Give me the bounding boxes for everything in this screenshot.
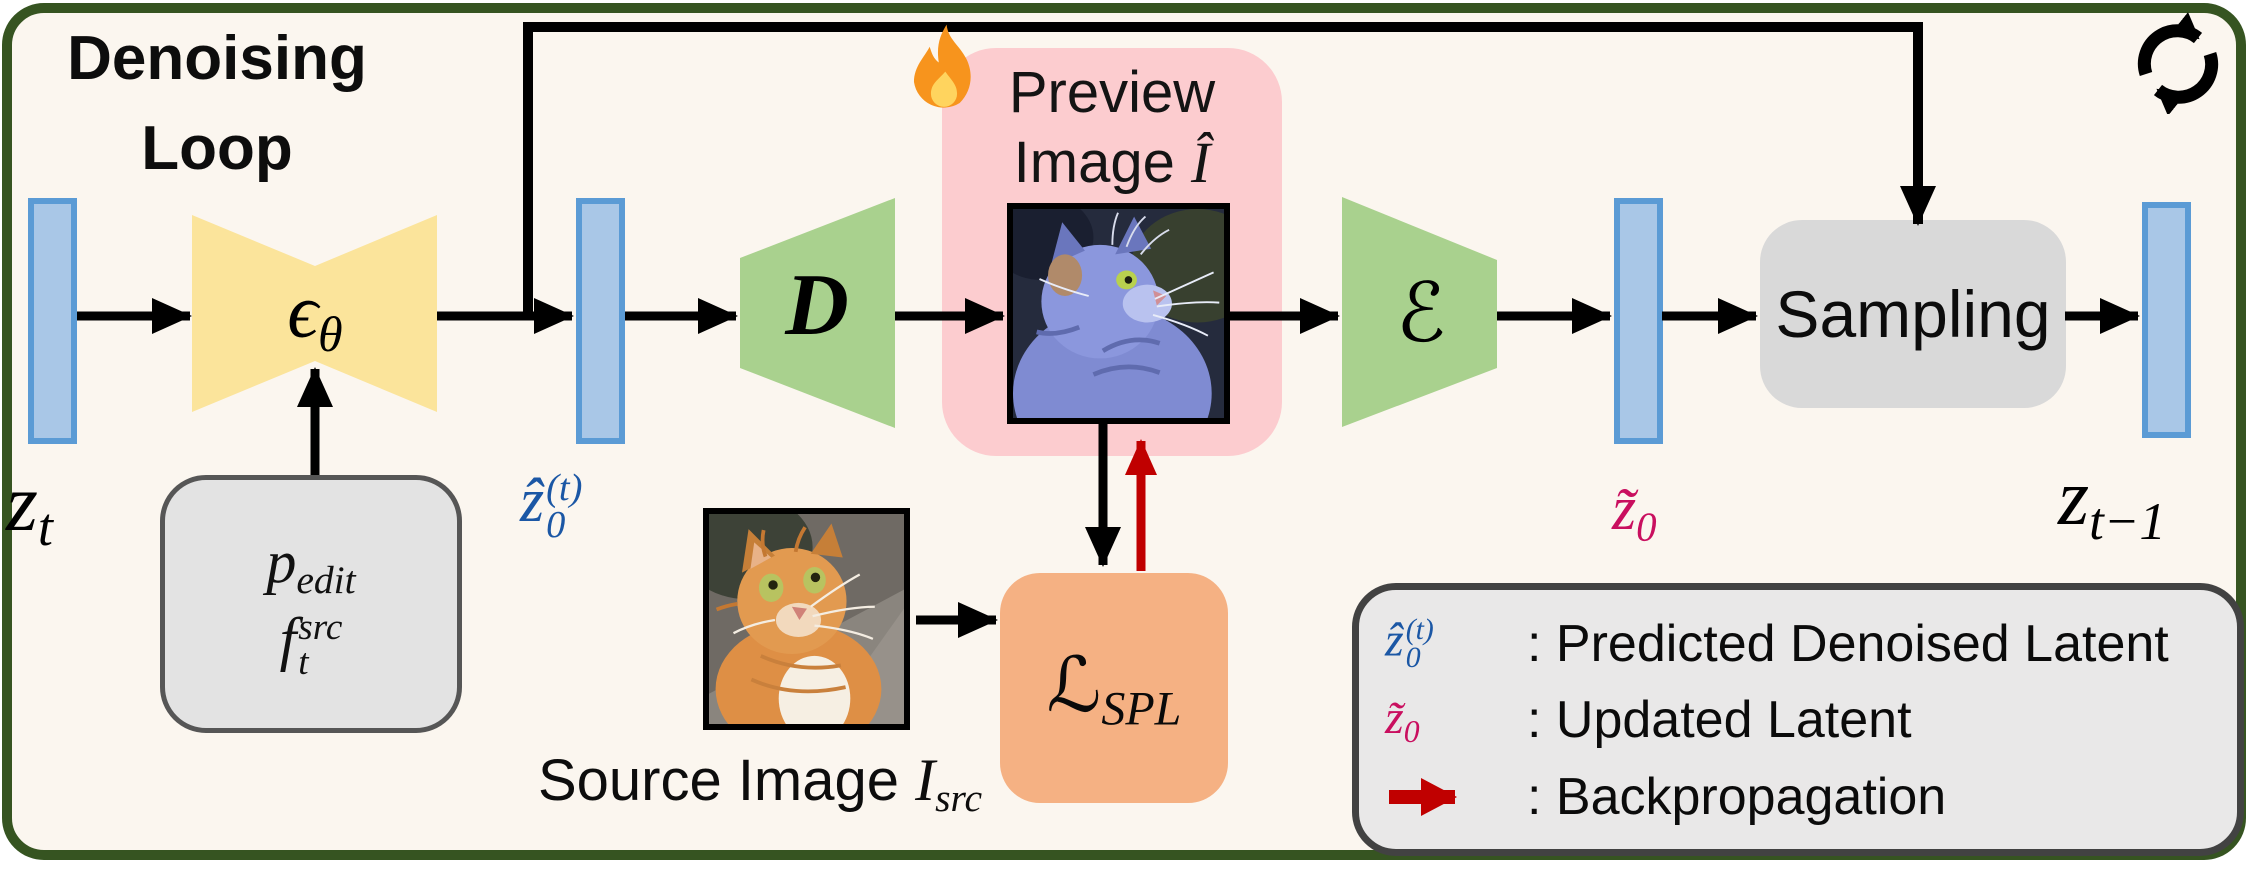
label-z-t-minus-1: zt−1 — [2058, 454, 2166, 551]
title-line-1: Denoising — [67, 24, 367, 93]
legend-symbol-z-hat: ẑ(t)0 — [1385, 612, 1434, 675]
refresh-arc-bottom — [2153, 51, 2219, 114]
spl-loss-block: ℒSPL — [1000, 573, 1228, 803]
encoder-label: ℰ — [1396, 266, 1446, 361]
label-z-t: zt — [6, 457, 53, 558]
latent-bar-z-tilde-0 — [1614, 198, 1663, 444]
refresh-loop-icon — [2137, 12, 2219, 114]
edit-prompt-label: pedit — [266, 528, 356, 602]
preview-image — [1007, 203, 1230, 424]
backprop-arrow-icon — [1385, 775, 1527, 819]
source-image-caption: Source Image Isrc — [537, 747, 983, 821]
latent-bar-z-t — [28, 198, 77, 444]
legend-box: ẑ(t)0 : Predicted Denoised Latent z̃0 : … — [1352, 583, 2244, 856]
preview-caption-line-2: Image Î — [1013, 130, 1211, 195]
edited-cat-illustration — [1013, 209, 1224, 418]
legend-row-backpropagation: : Backpropagation — [1385, 759, 2217, 835]
source-image-symbol: Isrc — [915, 747, 983, 821]
source-image — [703, 508, 910, 730]
flame-icon — [913, 24, 971, 108]
sampling-block: Sampling — [1760, 220, 2066, 408]
legend-symbol-z-tilde: z̃0 — [1385, 690, 1420, 749]
label-z-hat-0-t: ẑ(t)0 — [520, 467, 583, 546]
sampling-label: Sampling — [1775, 277, 2051, 351]
legend-row-updated-latent: z̃0 : Updated Latent — [1385, 690, 1912, 750]
title-line-2: Loop — [141, 114, 293, 183]
preview-caption-line-1: Preview — [1008, 60, 1216, 125]
page-title: Denoising Loop — [37, 14, 397, 194]
refresh-arc-top — [2137, 12, 2203, 77]
source-cat-illustration — [709, 514, 904, 724]
latent-bar-z-hat-0 — [576, 198, 625, 444]
latent-bar-z-t-minus-1 — [2142, 202, 2191, 438]
legend-row-predicted-latent: ẑ(t)0 : Predicted Denoised Latent — [1385, 612, 2169, 675]
unet-label: ϵθ — [287, 270, 343, 363]
label-z-tilde-0: z̃0 — [1612, 475, 1657, 550]
spl-loss-label: ℒSPL — [1046, 639, 1182, 736]
decoder-label: D — [785, 257, 849, 354]
preview-caption: Preview Image Î — [942, 58, 1282, 198]
